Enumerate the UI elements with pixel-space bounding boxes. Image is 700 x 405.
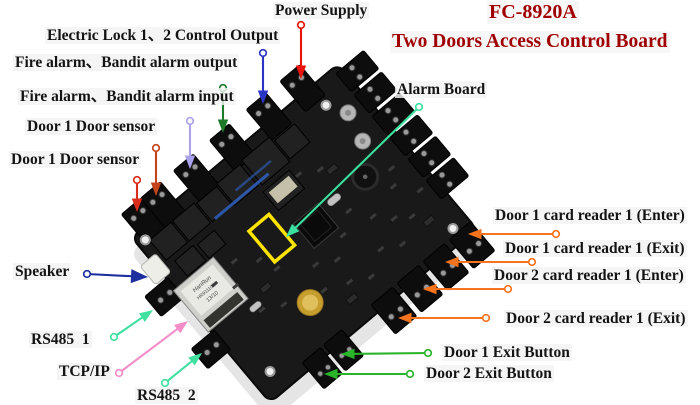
relays <box>148 123 311 277</box>
rs485-1-arrow <box>109 310 153 342</box>
door1-door-sensor-b-arrow <box>131 175 143 212</box>
door2-card-reader-exit-arrow <box>398 312 491 324</box>
fire-bandit-alarm-input-label: Fire alarm、Bandit alarm input <box>18 88 236 105</box>
door1-door-sensor-a-label: Door 1 Door sensor <box>25 118 158 135</box>
fire-bandit-alarm-output-label: Fire alarm、Bandit alarm output <box>13 54 240 71</box>
electric-lock-output-arrow <box>257 48 269 104</box>
fire-bandit-alarm-input-arrow <box>184 116 196 169</box>
capacitors <box>339 104 372 150</box>
door2-exit-button-label: Door 2 Exit Button <box>424 365 554 382</box>
door2-card-reader-exit-label: Door 2 card reader 1 (Exit) <box>504 310 688 327</box>
main-chip <box>292 202 340 249</box>
crystal-oscillator <box>327 193 341 207</box>
door2-card-reader-enter-arrow <box>423 283 513 295</box>
arrows-layer <box>82 20 561 388</box>
door1-door-sensor-a-arrow <box>150 143 162 196</box>
door1-card-reader-exit-label: Door 1 card reader 1 (Exit) <box>503 240 687 257</box>
door1-door-sensor-b-label: Door 1 Door sensor <box>9 151 142 168</box>
door1-exit-button-arrow <box>341 348 433 360</box>
door2-exit-button-arrow <box>324 368 415 380</box>
crystal-oscillator-2 <box>249 301 262 313</box>
tcp-ip-label: TCP/IP <box>57 363 112 380</box>
speaker-connector <box>140 254 171 285</box>
small-components <box>210 162 436 314</box>
tcp-ip-arrow <box>114 321 188 378</box>
mounting-holes <box>139 99 459 377</box>
rs485-2-label: RS485 2 <box>135 387 198 404</box>
alarm-board-label: Alarm Board <box>395 81 488 98</box>
speaker-label: Speaker <box>13 263 72 280</box>
right-terminal-screws <box>348 64 454 188</box>
door1-card-reader-enter-arrow <box>468 228 561 240</box>
door1-exit-button-label: Door 1 Exit Button <box>442 344 572 361</box>
electric-lock-output-label: Electric Lock 1、2 Control Output <box>45 27 281 44</box>
left-terminal-screws <box>157 288 220 356</box>
coin-battery <box>296 289 324 317</box>
speaker-arrow <box>82 269 148 284</box>
bottom-terminal-screws <box>317 240 483 377</box>
ribbon-traces <box>213 159 272 220</box>
board-title: Two Doors Access Control Board <box>390 31 670 53</box>
door1-card-reader-enter-label: Door 1 card reader 1 (Enter) <box>493 207 687 224</box>
rs485-1-label: RS485 1 <box>29 331 92 348</box>
power-supply-label: Power Supply <box>273 2 370 19</box>
door1-card-reader-exit-arrow <box>445 256 537 268</box>
door2-card-reader-enter-label: Door 2 card reader 1 (Enter) <box>492 267 686 284</box>
alarm-board-arrow <box>286 102 424 237</box>
rs485-2-arrow <box>160 353 202 388</box>
rs485-terminal-blocks <box>144 277 231 369</box>
power-supply-arrow <box>295 20 307 79</box>
alarm-board-highlight <box>246 212 298 265</box>
relay-label <box>268 175 298 204</box>
ethernet-port: HanRun HR911105A 13/10 <box>172 256 249 333</box>
model-number: FC-8920A <box>487 1 579 24</box>
bottom-terminal-blocks <box>302 221 495 389</box>
